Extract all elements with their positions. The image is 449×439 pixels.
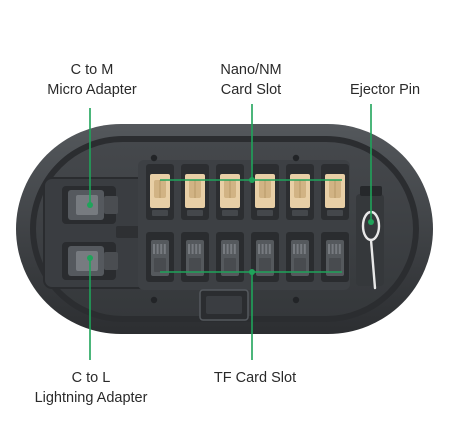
c-to-l-label-line2: Lightning Adapter — [34, 390, 148, 406]
nano-card-slot[interactable] — [146, 164, 174, 220]
tf-slot-row — [146, 232, 349, 282]
nano-slot-label-line2: Card Slot — [220, 82, 282, 98]
ejector-pin-label: Ejector Pin — [330, 80, 440, 100]
nano-card-slot[interactable] — [251, 164, 279, 220]
callout-dot — [249, 177, 255, 183]
tf-card-slot[interactable] — [181, 232, 209, 282]
callout-dot — [87, 255, 93, 261]
tf-slot-label: TF Card Slot — [180, 368, 330, 388]
nano-slot-row — [146, 164, 349, 220]
tf-card-slot[interactable] — [286, 232, 314, 282]
tf-card-slot[interactable] — [216, 232, 244, 282]
screw — [150, 154, 158, 162]
bottom-notch-inner — [206, 296, 242, 314]
nano-card-slot[interactable] — [286, 164, 314, 220]
nano-card-slot[interactable] — [216, 164, 244, 220]
nano-slot-label-line1: Nano/NM — [220, 62, 282, 78]
c-to-m-label-line2: Micro Adapter — [47, 82, 137, 98]
callout-dot — [368, 219, 374, 225]
c-to-m-label-line1: C to M — [70, 62, 114, 78]
c-to-m-label: C to M Micro Adapter — [28, 60, 156, 100]
nano-slot-label: Nano/NM Card Slot — [196, 60, 306, 100]
screw — [150, 296, 158, 304]
nano-card-slot[interactable] — [321, 164, 349, 220]
c-to-l-label-line1: C to L — [71, 370, 111, 386]
tf-slot-label-line1: TF Card Slot — [213, 370, 297, 386]
c-to-l-adapter[interactable] — [62, 242, 118, 280]
screw — [292, 296, 300, 304]
screw — [292, 154, 300, 162]
adapter-divider — [116, 226, 142, 238]
c-to-l-label: C to L Lightning Adapter — [16, 368, 166, 408]
callout-dot — [249, 269, 255, 275]
tf-card-slot[interactable] — [251, 232, 279, 282]
tf-card-slot[interactable] — [321, 232, 349, 282]
callout-dot — [87, 202, 93, 208]
callout-lines — [87, 104, 374, 360]
nano-card-slot[interactable] — [181, 164, 209, 220]
ejector-pin-label-line1: Ejector Pin — [349, 82, 421, 98]
tf-card-slot[interactable] — [146, 232, 174, 282]
